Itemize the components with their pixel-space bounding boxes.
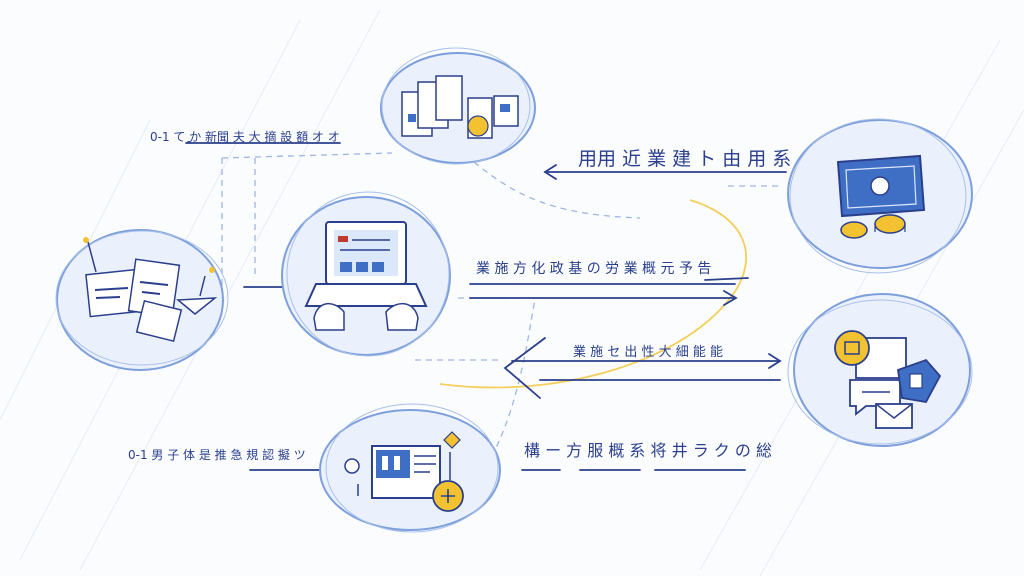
tablet-node [319, 403, 501, 533]
scattered-papers-icon [83, 237, 218, 343]
label-bottom-right: 構 ー 方 服 概 系 将 井 ラ ク の 総 [524, 441, 772, 460]
messages-node [787, 293, 973, 447]
laptop-typing-icon [304, 221, 428, 331]
label-top-right: 用用 近 業 建 ト 由 用 系 [578, 148, 792, 170]
coins-icon [840, 214, 906, 239]
gold-curve [439, 199, 747, 389]
bank-card-icon [836, 154, 926, 218]
documents-node [380, 47, 536, 165]
label-bottom-left: 0-1 男 子 体 是 推 急 規 認 擬 ツ [128, 448, 306, 462]
bank-card-node [787, 118, 973, 274]
tablet-dashboard-icon [344, 445, 441, 499]
papers-node [55, 229, 229, 371]
laptop-node [281, 191, 451, 357]
label-top-left: 0-1 て か 新聞 夫 大 摘 設 額 オ オ [150, 130, 340, 144]
documents-icon [401, 75, 519, 139]
arrows [185, 141, 787, 471]
lightbulb-icon [443, 431, 461, 480]
label-mid: 業 施 方 化 政 基 の 労 業 概 元 予 告 [476, 261, 712, 277]
shield-icon [897, 358, 942, 403]
label-mid-lower: 業 施 セ 出 性 大 細 能 能 [573, 345, 724, 360]
coin-medal-icon [432, 480, 464, 512]
